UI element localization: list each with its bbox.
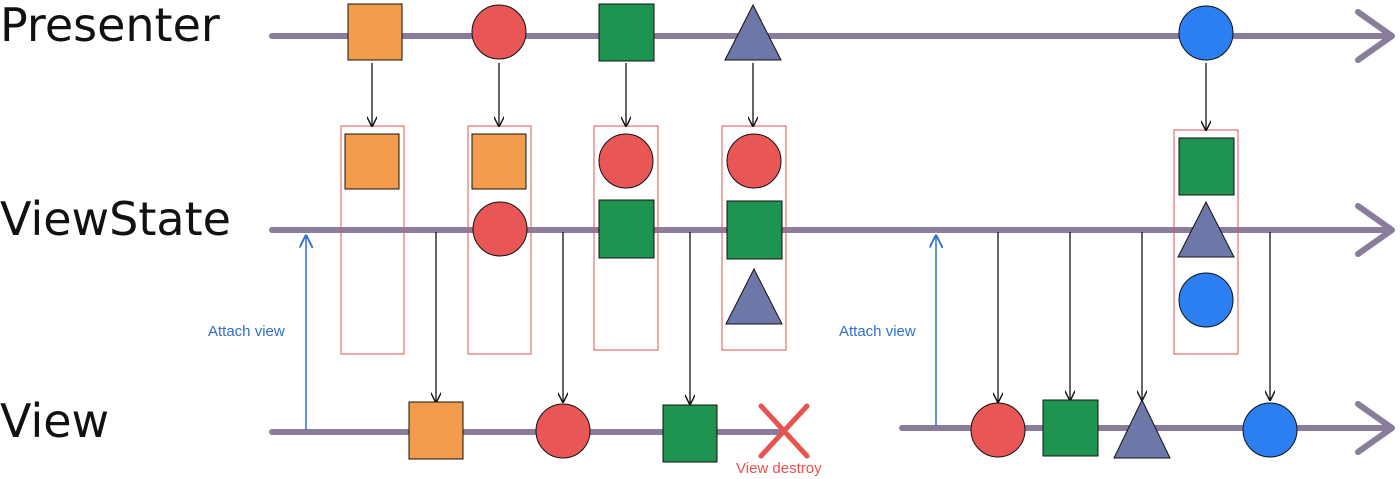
view1-red-circle xyxy=(535,403,591,459)
lane-label-view: View xyxy=(0,394,110,448)
state5-blue-circle xyxy=(1178,272,1234,328)
lane-label-viewstate: ViewState xyxy=(0,192,231,246)
view1-green-square xyxy=(662,404,718,463)
presenter-green-square xyxy=(598,3,655,62)
state2-orange-square xyxy=(471,133,527,190)
presenter-orange-square xyxy=(347,3,403,61)
view2-green-square xyxy=(1042,399,1099,457)
view2-red-circle xyxy=(970,402,1026,458)
view-destroy-label: View destroy xyxy=(736,460,822,477)
attach-view-label-2: Attach view xyxy=(839,323,916,340)
attach-view-label-1: Attach view xyxy=(208,323,285,340)
state4-green-square xyxy=(726,200,783,260)
state4-red-circle xyxy=(726,133,782,189)
view2-blue-circle xyxy=(1242,402,1298,458)
presenter-purple-triangle xyxy=(724,3,782,61)
state1-orange-square xyxy=(344,133,400,190)
view2-purple-triangle xyxy=(1113,398,1171,459)
state3-green-square xyxy=(598,199,655,259)
presenter-red-circle xyxy=(471,4,527,60)
state3-red-circle xyxy=(598,133,654,189)
state5-green-square xyxy=(1178,137,1235,196)
state5-purple-triangle xyxy=(1177,200,1235,258)
state2-red-circle xyxy=(472,201,528,257)
view-destroy-x-icon xyxy=(758,403,810,459)
view1-orange-square xyxy=(408,401,464,460)
lane-label-presenter: Presenter xyxy=(0,0,220,52)
state4-purple-triangle xyxy=(725,267,783,325)
presenter-blue-circle xyxy=(1178,5,1234,61)
